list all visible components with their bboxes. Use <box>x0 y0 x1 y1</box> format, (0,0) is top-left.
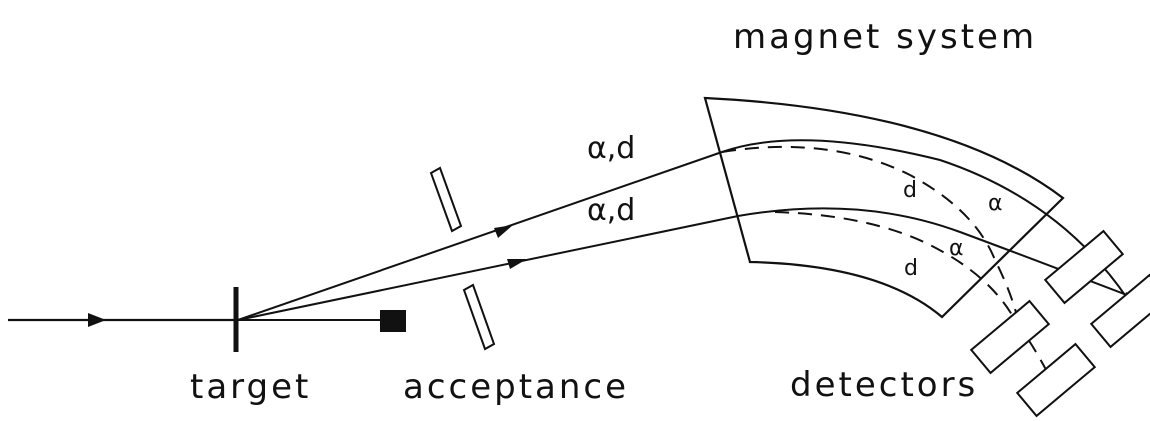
magnet-system-label: magnet system <box>733 17 1038 57</box>
acceptance-label: acceptance <box>403 367 630 407</box>
alpha-trajectory-upper <box>721 139 1128 299</box>
detector-box <box>1015 342 1097 418</box>
detector-box <box>969 299 1051 375</box>
lower-ray <box>237 215 739 321</box>
detector-box <box>1043 229 1125 305</box>
target-label: target <box>190 367 312 407</box>
upper-ray <box>237 151 723 321</box>
detector-box <box>1089 273 1150 349</box>
path-label-alpha-upper: α <box>988 191 1003 216</box>
upper-ray-arrow <box>494 225 513 238</box>
path-label-alpha-lower: α <box>949 236 964 261</box>
path-label-d-upper: d <box>903 178 917 203</box>
incoming-beam-arrow <box>88 313 106 327</box>
d-trajectory-lower <box>774 211 1056 389</box>
lower-ray-arrow <box>507 259 527 269</box>
magnet-system <box>703 96 1065 319</box>
detectors-group <box>969 229 1150 418</box>
lower-beam-label: α,d <box>587 193 636 228</box>
acceptance-slit-upper <box>429 166 463 233</box>
upper-beam-label: α,d <box>587 131 636 166</box>
detectors-label: detectors <box>790 365 979 405</box>
path-label-d-lower: d <box>904 256 918 281</box>
acceptance-slit-lower <box>462 283 496 351</box>
d-trajectory-upper <box>721 145 1021 331</box>
beam-stop <box>380 310 406 332</box>
